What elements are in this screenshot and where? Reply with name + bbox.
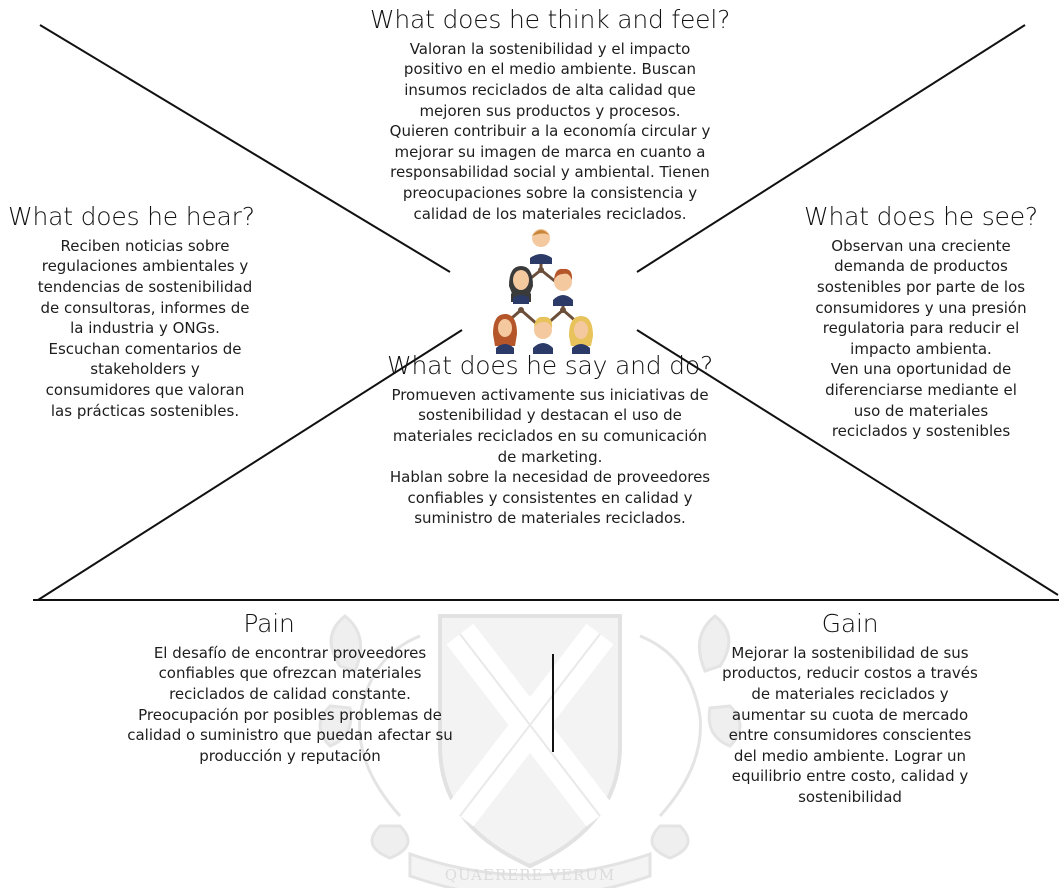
hear-text: Reciben noticias sobre regulaciones ambi… <box>37 236 253 420</box>
line-top-left <box>39 24 451 273</box>
say-do-heading: What does he say and do? <box>386 351 714 380</box>
think-feel-text: Valoran la sostenibilidad y el impacto p… <box>389 39 711 223</box>
think-feel-heading: What does he think and feel? <box>369 5 731 34</box>
say-do-section: What does he say and do? Promueven activ… <box>340 351 760 529</box>
see-heading: What does he see? <box>804 202 1038 231</box>
see-text: Observan una creciente demanda de produc… <box>815 236 1027 441</box>
line-bottom-left <box>37 329 463 601</box>
gain-section: Gain Mejorar la sostenibilidad de sus pr… <box>680 609 1020 808</box>
gain-text: Mejorar la sostenibilidad de sus product… <box>722 643 978 806</box>
people-network-icon <box>493 229 593 354</box>
say-do-text: Promueven activamente sus iniciativas de… <box>389 385 711 528</box>
line-bottom-right <box>636 329 1059 596</box>
hear-section: What does he hear? Reciben noticias sobr… <box>0 202 290 421</box>
crest-watermark-icon: QUAERERE VERUM <box>318 614 742 888</box>
see-section: What does he see? Observan una creciente… <box>790 202 1052 442</box>
pain-heading: Pain <box>243 609 295 638</box>
watermark-motto: QUAERERE VERUM <box>445 866 616 884</box>
pain-section: Pain El desafío de encontrar proveedores… <box>95 609 485 766</box>
line-top-right <box>636 24 1026 273</box>
think-feel-section: What does he think and feel? Valoran la … <box>330 5 770 224</box>
hear-heading: What does he hear? <box>8 202 255 231</box>
pain-text: El desafío de encontrar proveedores conf… <box>127 643 453 765</box>
gain-heading: Gain <box>821 609 879 638</box>
